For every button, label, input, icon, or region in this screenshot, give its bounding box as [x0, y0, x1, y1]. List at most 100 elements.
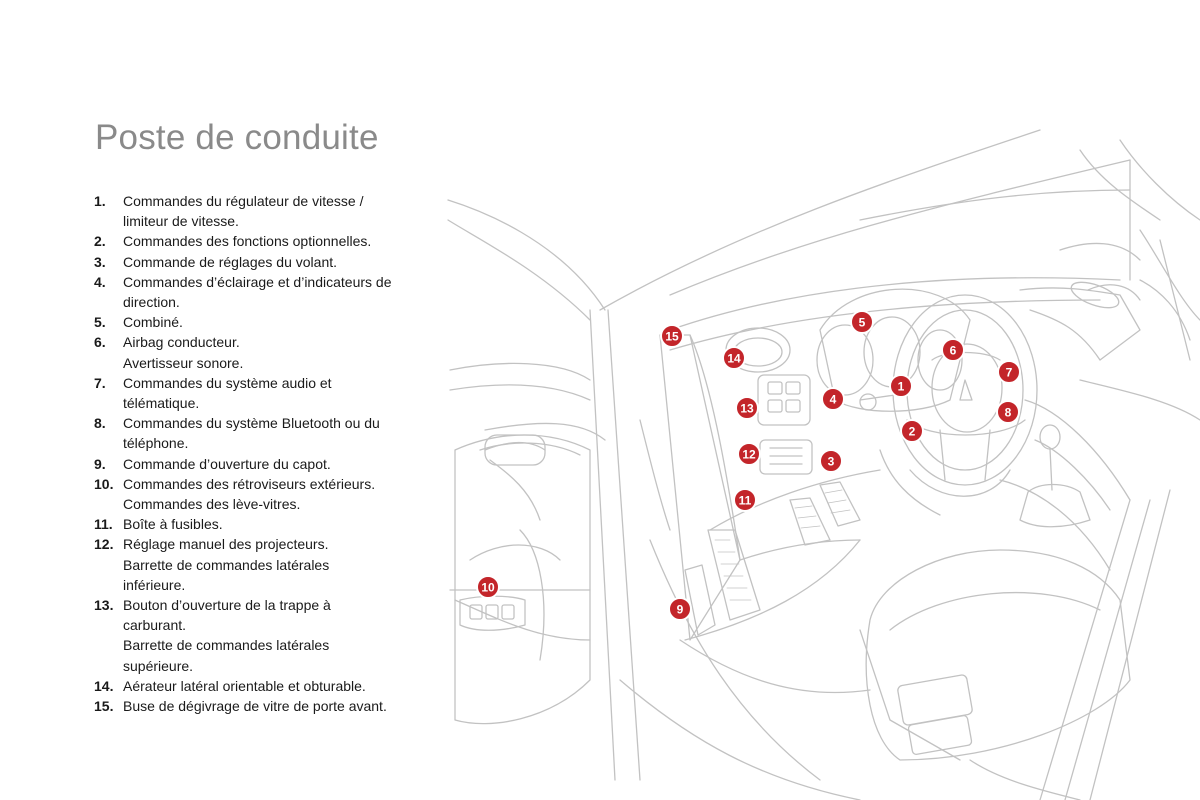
callout-7: 7	[997, 360, 1021, 384]
legend-item-line: Commande d’ouverture du capot.	[123, 455, 331, 472]
legend-item-text: Boîte à fusibles.	[123, 514, 434, 534]
legend-item: 8. Commandes du système Bluetooth ou du té…	[94, 413, 434, 453]
legend-item-number: 13.	[94, 597, 114, 614]
legend-item-line: supérieure.	[123, 657, 194, 674]
callout-circle	[889, 374, 913, 398]
callout-circle	[735, 396, 759, 420]
legend-item-line: téléphone.	[123, 435, 189, 452]
legend-item-text: Airbag conducteur.Avertisseur sonore.	[123, 332, 434, 372]
legend-item-line: Barrette de commandes latérales	[123, 556, 330, 573]
callout-label: 3	[828, 455, 835, 469]
callout-label: 4	[830, 393, 837, 407]
legend-item-number: 15.	[94, 698, 114, 715]
legend-item-text: Commandes du système Bluetooth ou du télé…	[123, 413, 434, 453]
legend-item-number: 6.	[94, 334, 106, 351]
legend-item-line: Bouton d’ouverture de la trappe à	[123, 597, 331, 614]
legend-item-number: 12.	[94, 536, 114, 553]
legend-item-line: Barrette de commandes latérales	[123, 637, 330, 654]
callout-label: 11	[739, 494, 752, 508]
callout-4: 4	[821, 387, 845, 411]
legend-item: 3. Commande de réglages du volant.	[94, 252, 434, 272]
legend-item-number: 1.	[94, 193, 106, 209]
legend-item-number: 14.	[94, 677, 114, 694]
callout-6: 6	[941, 338, 965, 362]
callout-14: 14	[722, 346, 746, 370]
legend-item: 9. Commande d’ouverture du capot.	[94, 454, 434, 474]
callout-5: 5	[850, 310, 874, 334]
callout-2: 2	[900, 419, 924, 443]
legend-item-number: 5.	[94, 314, 106, 331]
callout-circle	[733, 488, 757, 512]
legend-item-text: Commandes des fonctions optionnelles.	[123, 231, 434, 251]
legend-item-line: Combiné.	[123, 314, 183, 331]
legend-item-text: Combiné.	[123, 312, 434, 332]
callout-label: 9	[677, 603, 684, 617]
callout-circle	[660, 324, 684, 348]
legend-item: 10. Commandes des rétroviseurs extérieurs…	[94, 474, 434, 514]
legend-item-number: 7.	[94, 374, 106, 391]
callout-circle	[996, 400, 1020, 424]
page-title: Poste de conduite	[95, 118, 379, 157]
callout-label: 15	[665, 330, 679, 344]
callout-circle	[722, 346, 746, 370]
callout-3: 3	[819, 449, 843, 473]
legend-item: 5. Combiné.	[94, 312, 434, 332]
legend-item-line: Commandes du système audio et	[123, 374, 332, 391]
legend-item-line: Commandes du système Bluetooth ou du	[123, 415, 380, 432]
legend-item-line: Commande de réglages du volant.	[123, 253, 338, 270]
callout-label: 13	[740, 402, 754, 416]
callout-15: 15	[660, 324, 684, 348]
legend-item-text: Commandes du régulateur de vitesse /limi…	[123, 191, 434, 231]
legend-item-text: Réglage manuel des projecteurs. Barrette …	[123, 534, 434, 595]
callout-circle	[476, 575, 500, 599]
legend-item: 12. Réglage manuel des projecteurs. Barret…	[94, 534, 434, 595]
legend-item-number: 9.	[94, 455, 106, 472]
legend-item: 13. Bouton d’ouverture de la trappe à carb…	[94, 595, 434, 676]
callout-circle	[997, 360, 1021, 384]
callout-circle	[737, 442, 761, 466]
legend-item: 14.Aérateur latéral orientable et obtura…	[94, 676, 434, 696]
callout-11: 11	[733, 488, 757, 512]
callout-circle	[900, 419, 924, 443]
legend-item-text: Buse de dégivrage de vitre de porte avan…	[123, 696, 434, 716]
callout-label: 2	[909, 425, 916, 439]
legend-item-line: Airbag conducteur.	[123, 334, 240, 351]
callout-label: 1	[898, 380, 905, 394]
legend-item: 6. Airbag conducteur.Avertisseur sonore.	[94, 332, 434, 372]
callout-circle	[668, 597, 692, 621]
legend-list: 1. Commandes du régulateur de vitesse /li…	[94, 191, 434, 716]
callout-1: 1	[889, 374, 913, 398]
legend-item-text: Bouton d’ouverture de la trappe à carbura…	[123, 595, 434, 676]
legend-item-line: carburant.	[123, 617, 187, 634]
legend-item-number: 3.	[94, 253, 106, 270]
legend-item: 11. Boîte à fusibles.	[94, 514, 434, 534]
legend-item-line: Boîte à fusibles.	[123, 516, 223, 533]
callout-8: 8	[996, 400, 1020, 424]
callout-label: 6	[950, 344, 957, 358]
legend-item-number: 2.	[94, 233, 106, 250]
callout-10: 10	[476, 575, 500, 599]
legend-item-text: Commande de réglages du volant.	[123, 252, 434, 272]
legend-item-line: Commandes des rétroviseurs extérieurs.	[123, 475, 376, 492]
legend-item-line: Commandes des lève-vitres.	[123, 496, 301, 513]
legend-item-line: inférieure.	[123, 576, 186, 593]
callout-9: 9	[668, 597, 692, 621]
callout-label: 5	[859, 316, 866, 330]
callout-13: 13	[735, 396, 759, 420]
legend-item-number: 8.	[94, 415, 106, 432]
legend-item-number: 11.	[94, 516, 113, 533]
callout-label: 10	[481, 581, 495, 595]
legend-item: 2. Commandes des fonctions optionnelles.	[94, 231, 434, 251]
legend-item-line: Réglage manuel des projecteurs.	[123, 536, 329, 553]
legend-item: 4.Commandes d’éclairage et d’indicateurs…	[94, 272, 434, 312]
callout-label: 7	[1006, 366, 1013, 380]
legend-item-text: Commandes des rétroviseurs extérieurs. Co…	[123, 474, 434, 514]
callout-12: 12	[737, 442, 761, 466]
callout-circle	[941, 338, 965, 362]
legend-item-number: 10.	[94, 475, 114, 492]
legend-item-number: 4.	[94, 273, 106, 290]
legend-item: 15. Buse de dégivrage de vitre de porte a…	[94, 696, 434, 716]
